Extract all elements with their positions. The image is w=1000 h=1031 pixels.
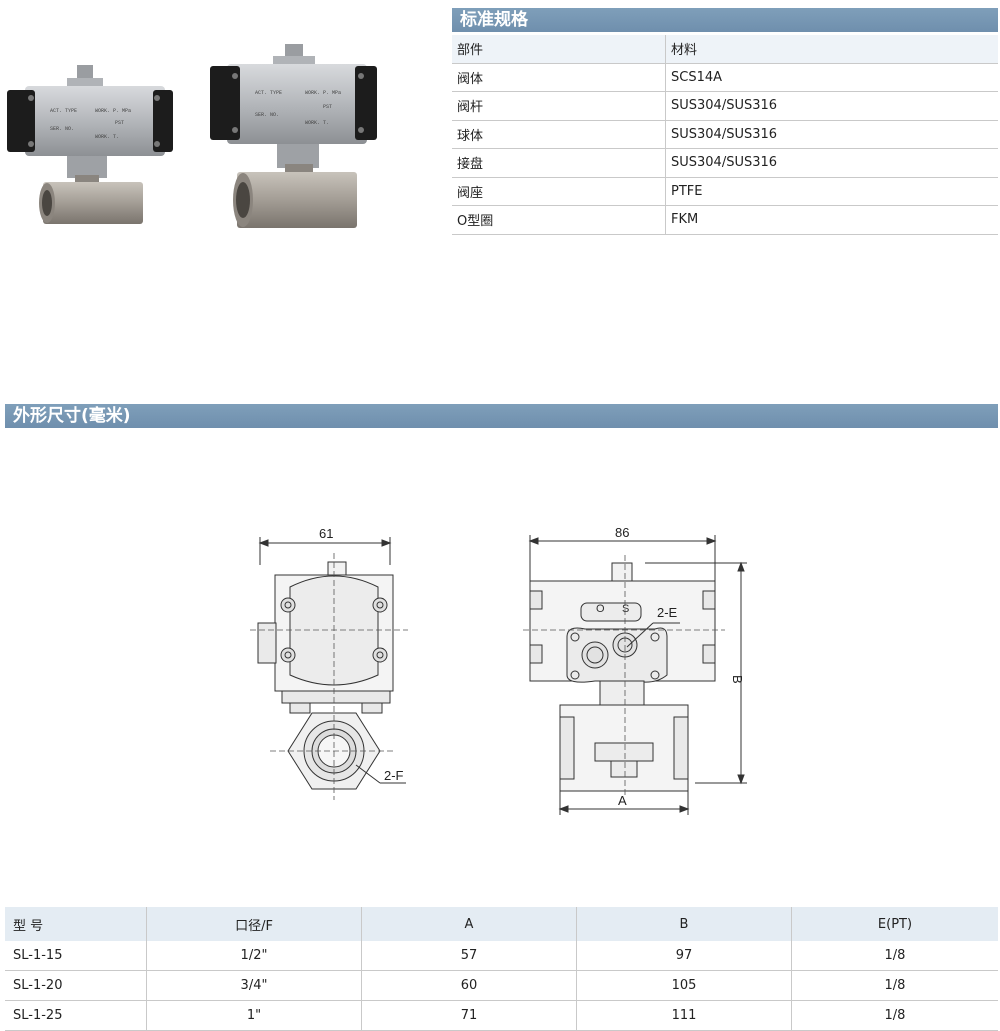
spec-row: 阀杆 SUS304/SUS316: [452, 91, 998, 121]
spec-col-material: 材料: [665, 35, 998, 64]
photo-label-temp: WORK. T.: [95, 134, 119, 140]
indicator-o: O: [596, 603, 605, 615]
cell-e: 1/8: [791, 941, 998, 971]
table-row: SL-1-20 3/4" 60 105 1/8: [5, 970, 998, 1001]
cell-model: SL-1-25: [5, 1000, 147, 1031]
spec-material: SUS304/SUS316: [665, 91, 998, 121]
photo-label-serial: SER. NO.: [255, 112, 279, 118]
photo-label-press: WORK. P. MPa: [95, 108, 131, 114]
spec-section-header: 标准规格: [452, 8, 998, 32]
height-label: B: [730, 675, 745, 684]
cell-b: 97: [576, 941, 792, 971]
body-width-label: A: [618, 793, 627, 808]
spec-part: 球体: [452, 120, 666, 149]
spec-header-row: 部件 材料: [452, 35, 998, 64]
spec-part: 阀杆: [452, 91, 666, 121]
spec-part: 阀座: [452, 177, 666, 206]
spec-material: SUS304/SUS316: [665, 148, 998, 178]
dimensions-table: 型 号 口径/F A B E(PT) SL-1-15 1/2" 57 97 1/…: [5, 907, 998, 1031]
spec-part: 阀体: [452, 63, 666, 92]
spec-row: 球体 SUS304/SUS316: [452, 120, 998, 149]
spec-row: O型圈 FKM: [452, 205, 998, 235]
col-b: B: [576, 907, 792, 941]
cell-a: 71: [361, 1000, 577, 1031]
photo-label-type: ACT. TYPE: [50, 108, 77, 114]
table-row: SL-1-25 1" 71 111 1/8: [5, 1000, 998, 1031]
photo-label-serial: SER. NO.: [50, 126, 74, 132]
photo-label-temp: WORK. T.: [305, 120, 329, 126]
photo-label-press: WORK. P. MPa: [305, 90, 341, 96]
spec-col-part: 部件: [452, 35, 666, 64]
dims-header-row: 型 号 口径/F A B E(PT): [5, 907, 998, 941]
cell-model: SL-1-20: [5, 970, 147, 1001]
spec-row: 阀座 PTFE: [452, 177, 998, 206]
side-width-label: 86: [615, 525, 629, 540]
dimensions-section-header: 外形尺寸(毫米): [5, 404, 998, 428]
cell-bore: 3/4": [146, 970, 362, 1001]
front-view-drawing: 61 2-F: [250, 526, 408, 800]
col-e: E(PT): [791, 907, 998, 941]
photo-label-pst: PST: [323, 104, 332, 110]
spec-row: 阀体 SCS14A: [452, 63, 998, 92]
photo-label-pst: PST: [115, 120, 124, 126]
table-row: SL-1-15 1/2" 57 97 1/8: [5, 941, 998, 971]
spec-title: 标准规格: [460, 10, 528, 30]
col-bore: 口径/F: [146, 907, 362, 941]
cell-bore: 1/2": [146, 941, 362, 971]
side-view-drawing: O S 86 2-E A B: [523, 525, 747, 815]
cell-e: 1/8: [791, 970, 998, 1001]
spec-material: FKM: [665, 205, 998, 235]
dimensions-title: 外形尺寸(毫米): [13, 406, 131, 426]
cell-a: 57: [361, 941, 577, 971]
col-a: A: [361, 907, 577, 941]
front-width-label: 61: [319, 526, 333, 541]
cell-a: 60: [361, 970, 577, 1001]
col-model: 型 号: [5, 907, 147, 941]
spec-material: SUS304/SUS316: [665, 120, 998, 149]
product-photo-small: ACT. TYPE WORK. P. MPa SER. NO. PST WORK…: [7, 65, 173, 224]
mount-label: 2-E: [657, 605, 678, 620]
cell-b: 111: [576, 1000, 792, 1031]
product-photo-large: ACT. TYPE WORK. P. MPa SER. NO. PST WORK…: [210, 44, 377, 228]
spec-part: O型圈: [452, 205, 666, 235]
spec-table: 部件 材料 阀体 SCS14A 阀杆 SUS304/SUS316 球体 SUS3…: [452, 35, 998, 235]
photo-label-type: ACT. TYPE: [255, 90, 282, 96]
cell-bore: 1": [146, 1000, 362, 1031]
spec-material: SCS14A: [665, 63, 998, 92]
spec-part: 接盘: [452, 148, 666, 178]
cell-model: SL-1-15: [5, 941, 147, 971]
cell-b: 105: [576, 970, 792, 1001]
indicator-s: S: [622, 603, 629, 615]
port-label: 2-F: [384, 768, 404, 783]
spec-row: 接盘 SUS304/SUS316: [452, 148, 998, 178]
spec-material: PTFE: [665, 177, 998, 206]
cell-e: 1/8: [791, 1000, 998, 1031]
